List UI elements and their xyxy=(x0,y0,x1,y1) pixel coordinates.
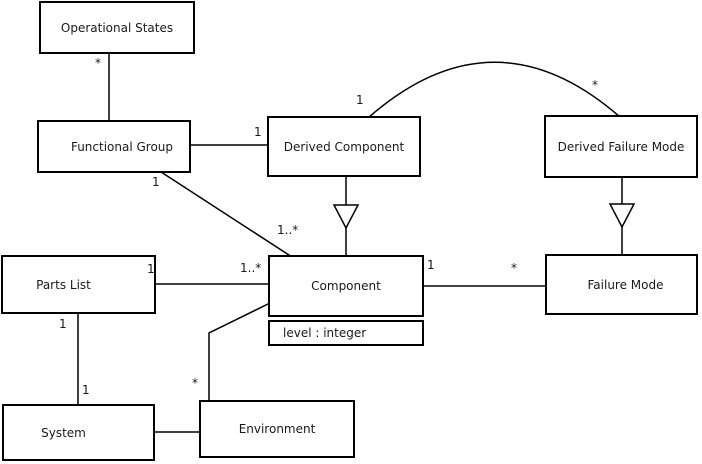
multiplicity-system-parts-list: 1 xyxy=(82,383,90,397)
class-name-derived-failure-mode: Derived Failure Mode xyxy=(557,139,685,154)
assoc-environment-component xyxy=(208,302,271,402)
class-name-system: System xyxy=(41,425,86,440)
multiplicity-environment-component: * xyxy=(192,376,198,390)
assoc-arc-derived-component-derived-failure-mode xyxy=(367,61,621,119)
multiplicity-failure-mode-component: * xyxy=(511,261,517,275)
class-name-parts-list: Parts List xyxy=(36,277,91,292)
generalization-triangle-icon xyxy=(608,203,636,229)
multiplicity-arc-derived-component: 1 xyxy=(356,93,364,107)
multiplicity-functional-group-diag: 1 xyxy=(152,175,160,189)
generalization-triangle-icon xyxy=(332,204,360,230)
multiplicity-arc-derived-failure-mode: * xyxy=(592,78,598,92)
class-functional-group: Functional Group xyxy=(37,120,191,173)
assoc-functional-group-component xyxy=(157,169,293,258)
class-component-attribute-compartment: level : integer xyxy=(268,320,424,346)
multiplicity-component-parts-list: 1..* xyxy=(240,261,262,275)
class-operational-states: Operational States xyxy=(39,1,195,54)
multiplicity-parts-list-component: 1 xyxy=(147,262,155,276)
class-environment: Environment xyxy=(199,400,355,458)
class-derived-component: Derived Component xyxy=(267,116,421,177)
multiplicity-parts-list-system: 1 xyxy=(59,317,67,331)
class-component: Component xyxy=(268,255,424,317)
attribute-level-integer: level : integer xyxy=(283,326,367,340)
class-failure-mode: Failure Mode xyxy=(545,254,698,315)
multiplicity-component-failure-mode: 1 xyxy=(427,258,435,272)
class-parts-list: Parts List xyxy=(1,255,156,314)
class-name-failure-mode: Failure Mode xyxy=(587,277,664,292)
class-name-derived-component: Derived Component xyxy=(283,139,405,154)
class-name-environment: Environment xyxy=(238,422,316,436)
class-name-functional-group: Functional Group xyxy=(70,139,174,154)
multiplicity-component-diag: 1..* xyxy=(277,223,299,237)
class-name-operational-states: Operational States xyxy=(60,20,174,35)
multiplicity-derived-component-fg-link: 1 xyxy=(254,125,262,139)
class-name-component: Component xyxy=(311,279,381,293)
class-system: System xyxy=(2,404,155,461)
multiplicity-operational-states: * xyxy=(95,56,101,70)
class-derived-failure-mode: Derived Failure Mode xyxy=(544,115,698,178)
